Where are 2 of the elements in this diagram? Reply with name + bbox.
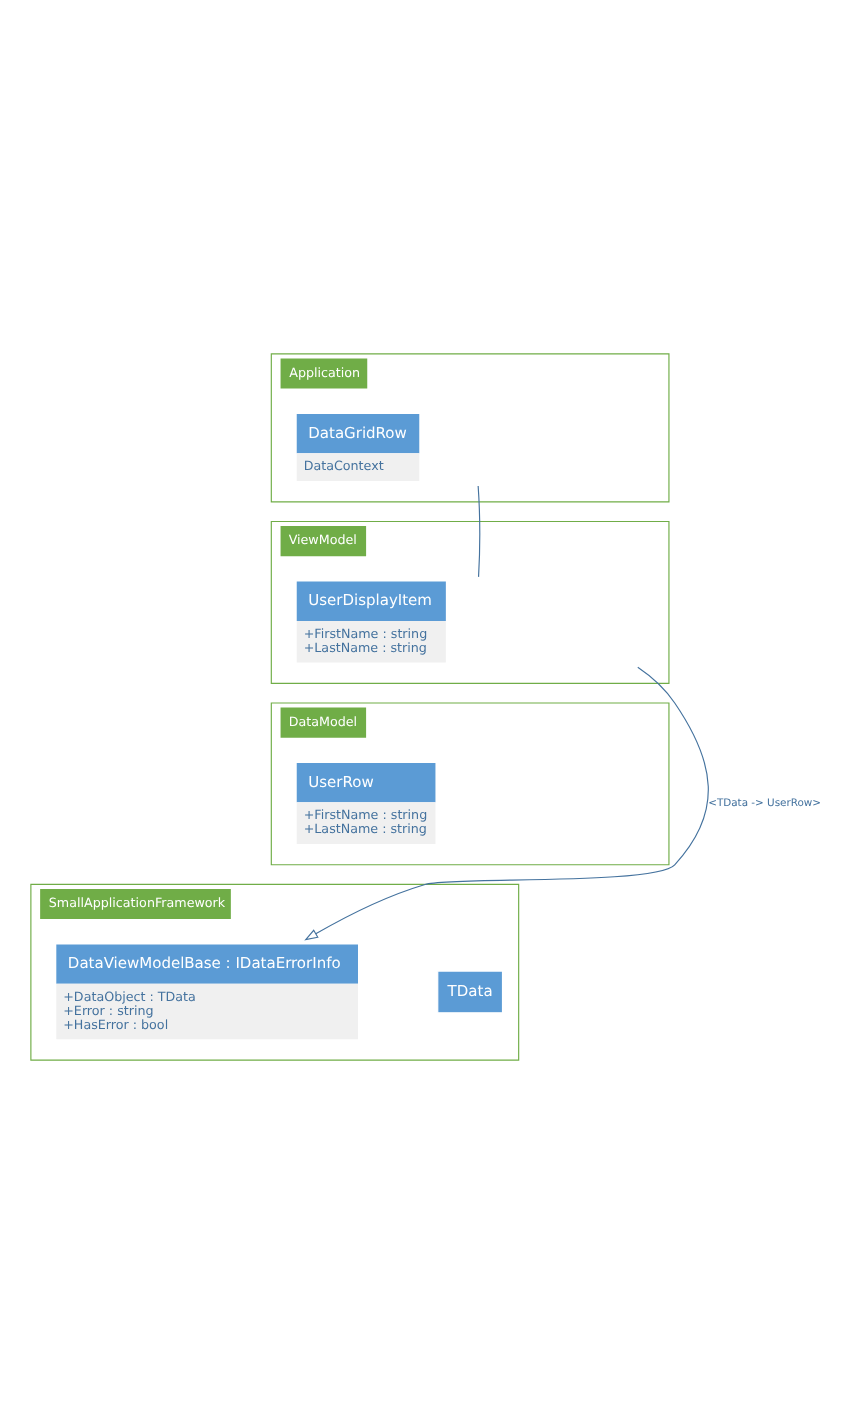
connector: [477, 485, 481, 578]
arrow: [304, 666, 709, 941]
